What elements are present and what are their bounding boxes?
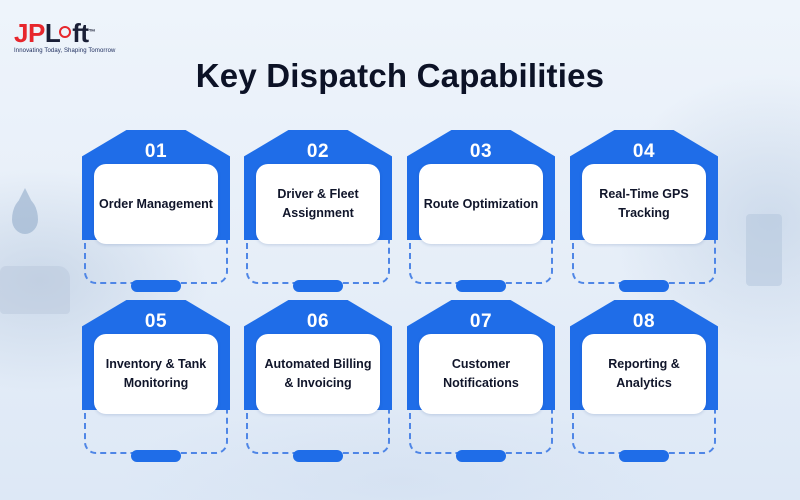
logo-suffix-a: L bbox=[44, 18, 61, 48]
page-title: Key Dispatch Capabilities bbox=[195, 57, 605, 94]
card-bottom-tab bbox=[293, 280, 343, 292]
card-label: Route Optimization bbox=[423, 196, 539, 211]
card-label: Order Management bbox=[99, 196, 213, 211]
logo-tagline: Innovating Today, Shaping Tomorrow bbox=[14, 48, 116, 54]
logo-suffix-b: ft bbox=[72, 18, 89, 48]
card-number: 02 bbox=[306, 141, 330, 162]
card-number: 04 bbox=[632, 141, 656, 162]
fuel-pump-icon bbox=[746, 214, 782, 286]
card-number: 05 bbox=[144, 311, 168, 332]
card-bottom-tab bbox=[293, 450, 343, 462]
capability-card-03: 03 Route Optimization bbox=[407, 130, 555, 292]
capability-card-07: 07 Customer Notifications bbox=[407, 300, 555, 462]
card-label-box: Route Optimization bbox=[419, 164, 543, 244]
card-bottom-tab bbox=[131, 450, 181, 462]
card-bottom-tab bbox=[456, 450, 506, 462]
card-label: Reporting & Analytics bbox=[608, 357, 680, 390]
capability-card-01: 01 Order Management bbox=[82, 130, 230, 292]
card-label: Automated Billing & Invoicing bbox=[264, 357, 372, 390]
card-label-box: Real-Time GPS Tracking bbox=[582, 164, 706, 244]
card-label-box: Automated Billing & Invoicing bbox=[256, 334, 380, 414]
card-number: 07 bbox=[469, 311, 493, 332]
card-bottom-tab bbox=[619, 280, 669, 292]
fuel-drop-icon bbox=[12, 188, 38, 234]
capability-card-02: 02 Driver & Fleet Assignment bbox=[244, 130, 392, 292]
capability-card-06: 06 Automated Billing & Invoicing bbox=[244, 300, 392, 462]
card-label-box: Inventory & Tank Monitoring bbox=[94, 334, 218, 414]
card-bottom-tab bbox=[131, 280, 181, 292]
capability-card-05: 05 Inventory & Tank Monitoring bbox=[82, 300, 230, 462]
card-number: 01 bbox=[144, 141, 168, 162]
card-bottom-tab bbox=[619, 450, 669, 462]
card-bottom-tab bbox=[456, 280, 506, 292]
card-label: Customer Notifications bbox=[443, 357, 519, 390]
card-number: 03 bbox=[469, 141, 493, 162]
tanker-truck-icon bbox=[0, 266, 70, 314]
card-number: 06 bbox=[306, 311, 330, 332]
card-label: Real-Time GPS Tracking bbox=[599, 187, 689, 220]
card-label-box: Order Management bbox=[94, 164, 218, 244]
card-label-box: Customer Notifications bbox=[419, 334, 543, 414]
capability-card-08: 08 Reporting & Analytics bbox=[570, 300, 718, 462]
trademark-symbol: ™ bbox=[88, 29, 96, 36]
card-label-box: Reporting & Analytics bbox=[582, 334, 706, 414]
card-label-box: Driver & Fleet Assignment bbox=[256, 164, 380, 244]
logo-prefix: JP bbox=[14, 18, 45, 48]
card-number: 08 bbox=[632, 311, 656, 332]
card-label: Inventory & Tank Monitoring bbox=[105, 357, 207, 390]
capability-card-04: 04 Real-Time GPS Tracking bbox=[570, 130, 718, 292]
globe-icon bbox=[59, 26, 72, 38]
card-label: Driver & Fleet Assignment bbox=[277, 187, 359, 220]
